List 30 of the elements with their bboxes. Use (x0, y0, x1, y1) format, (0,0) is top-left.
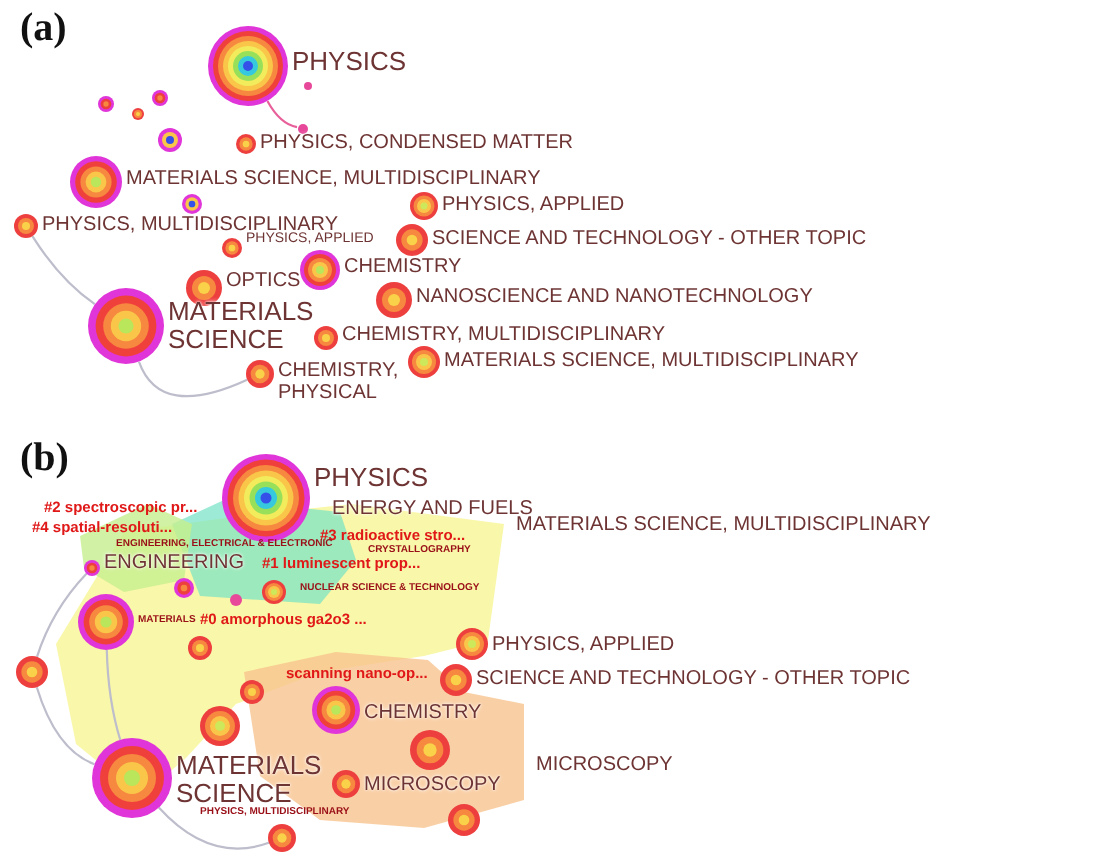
node-label: NANOSCIENCE AND NANOTECHNOLOGY (416, 288, 813, 309)
node-label: MATERIALS SCIENCE (176, 752, 322, 807)
node-label: CHEMISTRY, MULTIDISCIPLINARY (342, 326, 666, 347)
node-label: MATERIALS SCIENCE (168, 298, 314, 353)
node-label: CHEMISTRY (364, 704, 482, 725)
connector-line (158, 806, 270, 850)
category-label: MATERIALS SCIENCE, MULTIDISCIPLINARY (516, 516, 931, 537)
connector-line (138, 361, 248, 398)
node-label: MATERIALS SCIENCE, MULTIDISCIPLINARY (444, 352, 859, 373)
node-label: PHYSICS, CONDENSED MATTER (260, 134, 573, 155)
node-label: PHYSICS (292, 48, 407, 76)
node-label: SCIENCE AND TECHNOLOGY - OTHER TOPIC (432, 230, 867, 251)
node-label: ENGINEERING (104, 554, 245, 575)
node-label: OPTICS (226, 272, 301, 293)
connector-line (31, 235, 96, 306)
connector-line (35, 573, 88, 658)
node-label: MATERIALS SCIENCE, MULTIDISCIPLINARY (126, 170, 541, 191)
node-label: PHYSICS (314, 464, 429, 492)
panel-label: (b) (20, 438, 69, 480)
panel-label: (a) (20, 8, 67, 50)
node-label: CHEMISTRY (344, 258, 462, 279)
node-label: CHEMISTRY, PHYSICAL (278, 362, 399, 404)
connector-line (35, 686, 95, 766)
node-label: PHYSICS, APPLIED (492, 636, 675, 657)
node-label: PHYSICS, APPLIED (442, 196, 625, 217)
connector-line (266, 100, 298, 129)
node-label: SCIENCE AND TECHNOLOGY - OTHER TOPIC (476, 670, 911, 691)
node-label: MICROSCOPY (536, 756, 673, 777)
node-label: MICROSCOPY (364, 776, 501, 797)
connector-line (105, 649, 122, 741)
